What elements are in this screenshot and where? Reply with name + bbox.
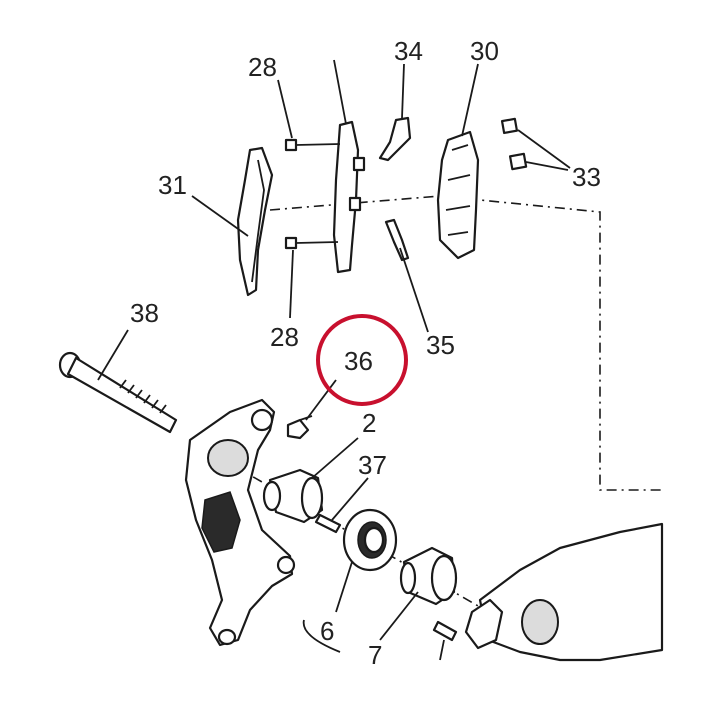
part-33-shim-a (500, 117, 519, 135)
label-35: 35 (426, 330, 455, 360)
leader-37 (331, 477, 369, 521)
label-36: 36 (344, 346, 373, 376)
leader-34 (401, 63, 405, 119)
label-28-top: 28 (248, 52, 277, 82)
leader-30b (461, 63, 479, 137)
part-7-bushing (399, 546, 458, 606)
part-2-bushing (262, 468, 324, 524)
part-6-seal-ring (342, 508, 398, 572)
part-30-brake-pad (436, 130, 480, 260)
label-30: 30 (470, 36, 499, 66)
leader-7 (379, 591, 419, 641)
leader-33 (517, 129, 571, 171)
part-34-clip (378, 116, 412, 162)
leader-36 (305, 379, 337, 421)
part-pad-holder (332, 120, 366, 274)
leader-28-bottom (289, 249, 294, 319)
part-38-bolt (58, 351, 178, 434)
caliper-bracket (184, 398, 296, 647)
part-37-pin (314, 513, 342, 534)
leader-35 (399, 247, 429, 333)
part-33-shim-b (508, 152, 528, 171)
highlight-circle-36 (316, 314, 408, 406)
label-31: 31 (158, 170, 187, 200)
leader-30 (333, 59, 347, 125)
label-37: 37 (358, 450, 387, 480)
label-38: 38 (130, 298, 159, 328)
part-35-clip (384, 218, 410, 262)
label-34: 34 (394, 36, 423, 66)
label-6: 6 (320, 616, 334, 646)
part-28-screw-bottom (284, 236, 339, 250)
swing-arm (464, 522, 664, 662)
label-28-bottom: 28 (270, 322, 299, 352)
label-33: 33 (572, 162, 601, 192)
leader-2 (311, 437, 359, 479)
leader-6 (335, 561, 353, 613)
leader-28-top (277, 79, 293, 139)
leader-38 (97, 329, 129, 381)
leader-31 (191, 195, 249, 237)
leader-6-hook (302, 619, 341, 653)
assembly-axis-lower (214, 454, 521, 631)
part-lower-pin (432, 620, 458, 642)
label-2: 2 (362, 408, 376, 438)
assembly-axis-upper (269, 195, 662, 491)
label-7: 7 (368, 640, 382, 670)
leader-lower (439, 639, 445, 661)
part-28-screw-top (284, 138, 341, 152)
part-31-spring-plate (236, 146, 274, 297)
part-36-screw (286, 415, 313, 440)
